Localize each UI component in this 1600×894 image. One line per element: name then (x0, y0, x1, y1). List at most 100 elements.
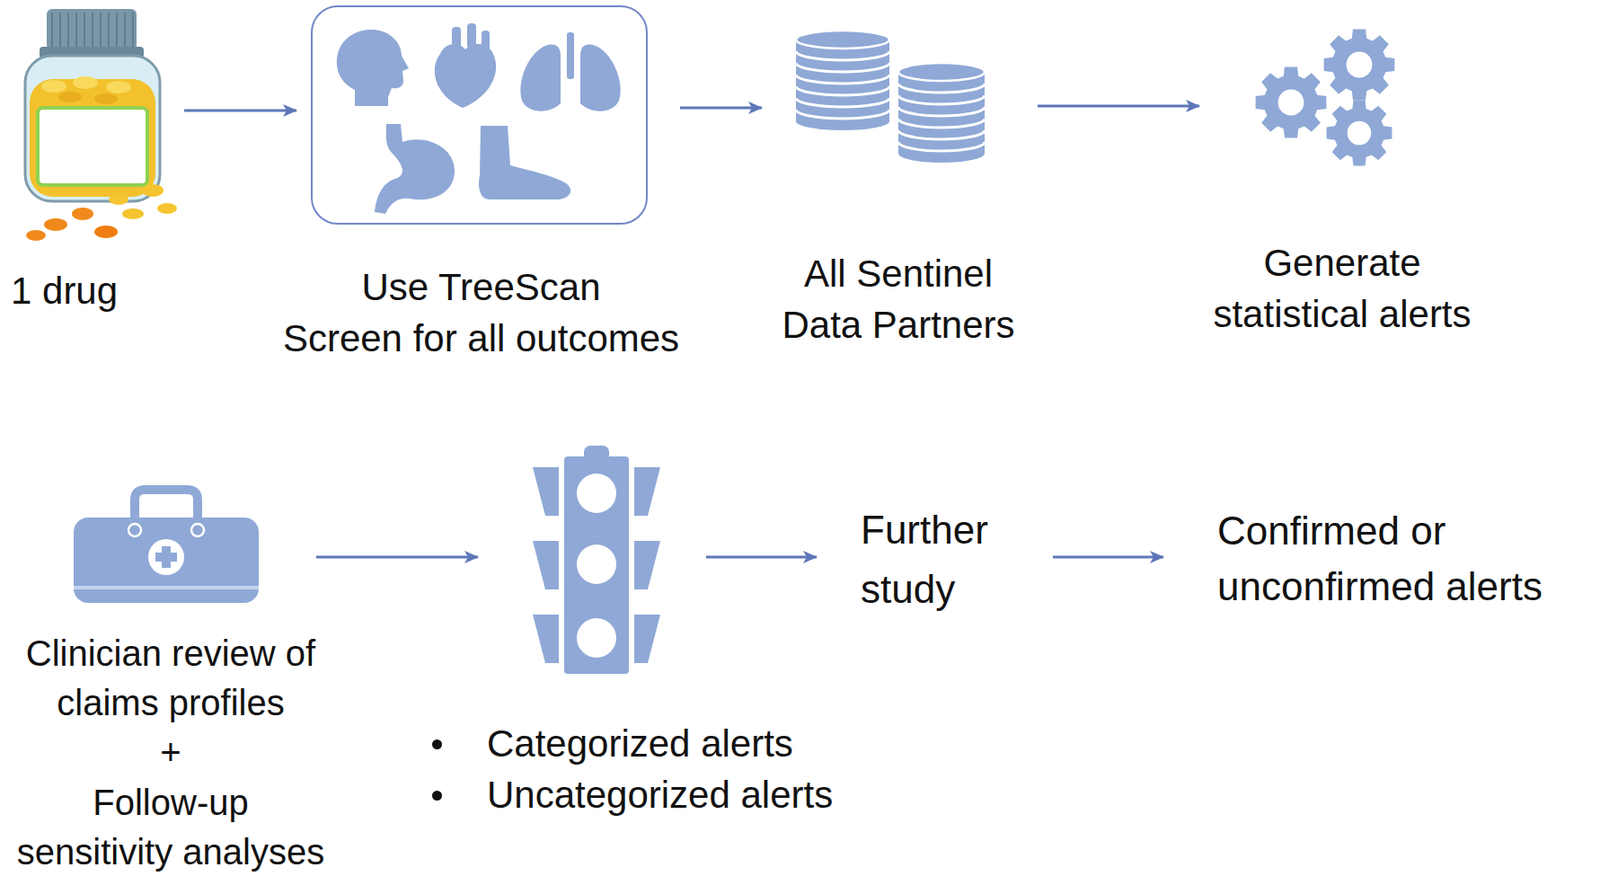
pill (44, 218, 68, 231)
pill (71, 207, 94, 221)
step-label: Confirmed or unconfirmed alerts (1217, 503, 1555, 616)
pill (26, 229, 46, 241)
label-stack: 1 drug (10, 265, 227, 318)
database-icon (795, 30, 985, 163)
step-label: Screen for all outcomes (270, 313, 693, 365)
disk-separator (795, 74, 890, 84)
medical-bag-icon (73, 489, 259, 603)
disk-separator (898, 130, 985, 140)
cap-ridge (51, 12, 54, 47)
disk-separator (795, 51, 890, 61)
bullet-dot (432, 739, 442, 750)
light-visor (532, 467, 559, 516)
bullet-row: Uncategorized alerts (432, 769, 864, 822)
flow-arrow (680, 106, 762, 110)
gear-hole (1346, 52, 1373, 79)
alerts-step: Generate statistical alerts (1253, 35, 1404, 164)
heart-vessel (451, 26, 461, 51)
step-label: Follow-up sensitivity analyses (13, 777, 328, 877)
label-stack: Use TreeScanScreen for all outcomes (270, 262, 693, 364)
lung-icon (580, 44, 621, 112)
flow-arrow (706, 556, 817, 559)
disk-separator (795, 62, 890, 72)
bottle-cap (46, 8, 137, 51)
label-stack: Further study (860, 500, 1005, 619)
disk-separator (898, 118, 985, 128)
heart-icon (434, 44, 496, 108)
disk-separator (795, 109, 890, 119)
label-stack: All Sentinel Data Partners (770, 248, 1027, 351)
light-lamp (576, 618, 617, 658)
light-housing (564, 456, 629, 674)
light-visor (532, 540, 559, 590)
light-lamp (576, 473, 617, 513)
bag-handle (134, 489, 198, 522)
drug-step: 1 drug (22, 7, 177, 246)
step-label: 1 drug (10, 265, 227, 318)
disk-separator (795, 97, 890, 107)
step-label: Further study (860, 500, 1005, 619)
light-visor (532, 614, 559, 663)
pill (72, 76, 98, 89)
pill (141, 184, 164, 197)
gear-hole (1278, 89, 1305, 116)
pill (41, 79, 67, 93)
cap-ridge (107, 12, 110, 47)
cap-ridge (59, 12, 62, 47)
pill (94, 225, 118, 239)
bottle-label (37, 107, 148, 186)
flow-arrow (316, 556, 478, 559)
bag-buckle (191, 523, 204, 537)
head-icon (336, 29, 409, 107)
pill (106, 80, 132, 94)
cap-ridge (132, 12, 134, 47)
cross-mark (155, 552, 177, 562)
foot-icon (478, 125, 571, 200)
label-stack: Generate statistical alerts (1198, 238, 1486, 340)
heart-vessel (467, 23, 477, 49)
cap-ridge (123, 12, 126, 47)
bottle-glass (25, 55, 160, 202)
disk-separator (898, 106, 985, 116)
step-label: + (13, 727, 328, 778)
pill (157, 203, 177, 214)
organ-icons (336, 23, 621, 214)
light-lamp (576, 544, 617, 584)
gears-icon (1255, 29, 1396, 167)
label-stack: Confirmed or unconfirmed alerts (1217, 503, 1555, 616)
gear (1255, 67, 1327, 139)
light-visor (634, 467, 661, 516)
trachea (566, 32, 575, 80)
disk-stack (795, 39, 890, 131)
confirmation-step: Confirmed or unconfirmed alerts (1217, 503, 1555, 616)
disk-stack (898, 71, 985, 163)
traffic-light-icon (532, 445, 661, 674)
cap-ridge (91, 12, 94, 47)
bag-body (73, 517, 259, 603)
step-label: Use TreeScan (270, 262, 693, 314)
data-partners-step: All Sentinel Data Partners (795, 30, 985, 159)
label-stack: Clinician review of claims profiles+Foll… (13, 628, 328, 877)
step-label: Clinician review of claims profiles (13, 628, 328, 728)
pill (108, 194, 129, 205)
lung-icon (520, 44, 561, 112)
flow-arrow (1037, 105, 1200, 108)
stomach-icon (374, 123, 455, 214)
pill-bottle-icon (25, 8, 177, 241)
disk-top (795, 30, 890, 49)
bag-band (73, 585, 259, 590)
clinician-review-step: Clinician review of claims profiles+Foll… (71, 487, 261, 602)
disk-separator (898, 141, 985, 151)
cap-ridge (115, 12, 118, 47)
cross-disc (148, 539, 185, 575)
disk-separator (898, 83, 985, 93)
disk-top (898, 62, 985, 81)
further-study-step: Further study (860, 500, 1005, 619)
bottle-pills (29, 79, 156, 197)
treescan-box: Use TreeScanScreen for all outcomes (310, 5, 648, 225)
light-visor (634, 540, 661, 590)
cap-ridge (83, 12, 86, 47)
